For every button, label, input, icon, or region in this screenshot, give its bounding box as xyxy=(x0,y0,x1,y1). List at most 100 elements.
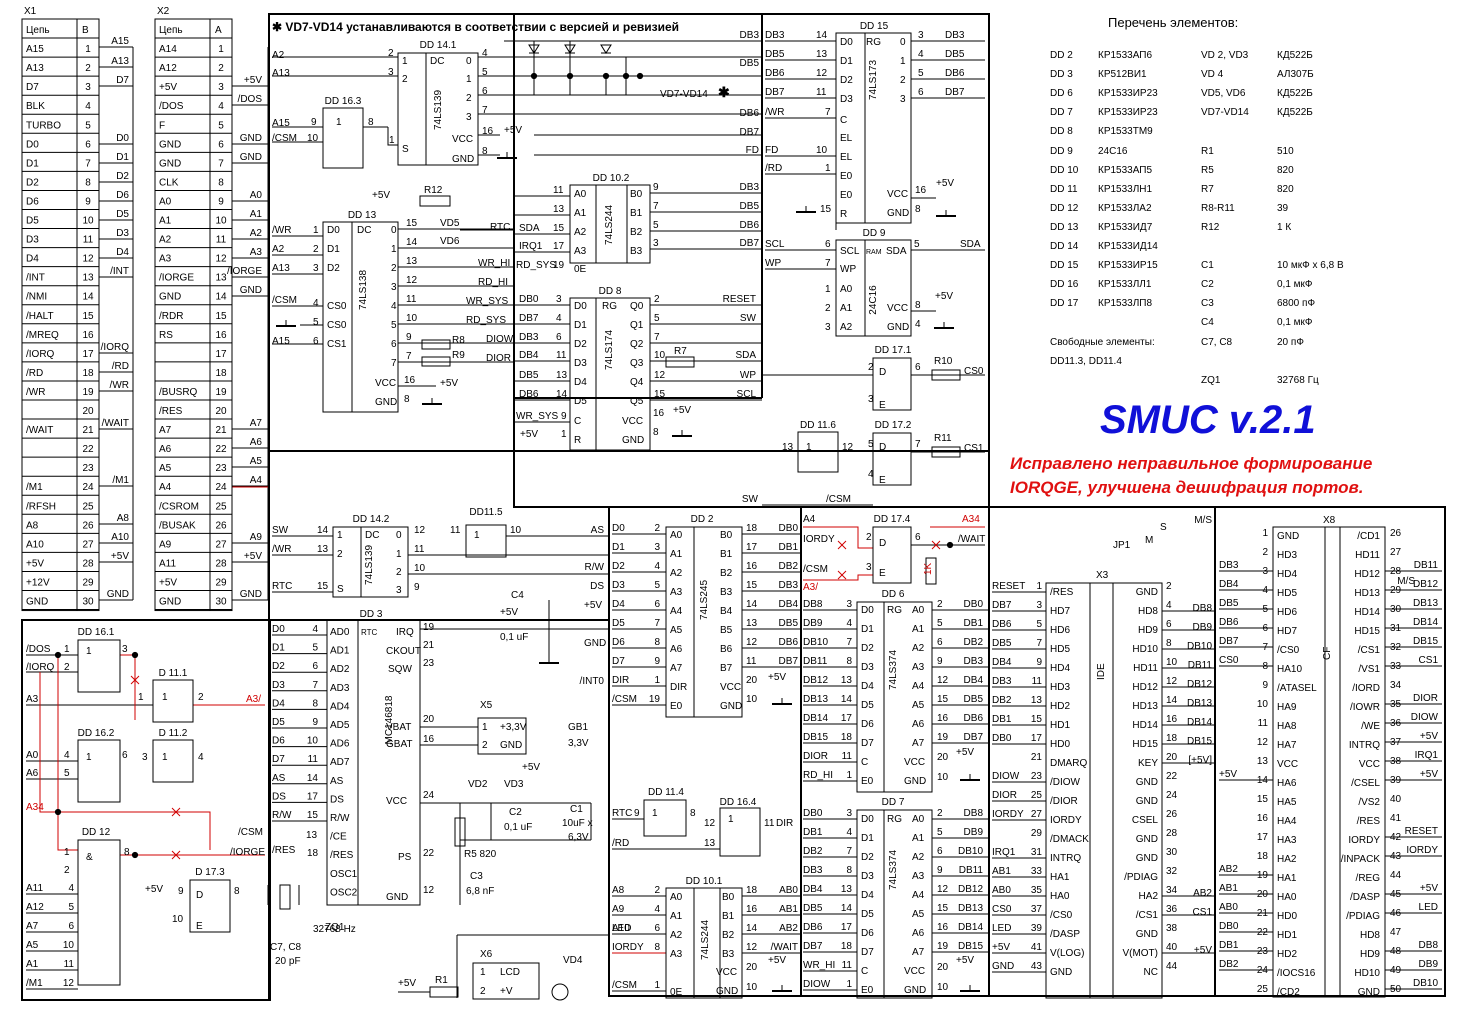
label: DC xyxy=(357,225,371,236)
label: 6 xyxy=(68,921,74,932)
connector-pin-number: 28 xyxy=(215,558,227,569)
label: R xyxy=(574,435,581,446)
pin: S xyxy=(402,144,409,155)
label: HD7 xyxy=(1050,606,1070,617)
chip-ref: D 11.1 xyxy=(159,668,188,679)
junction-dot xyxy=(530,72,538,80)
connector-pin-net: D1 xyxy=(26,158,39,169)
label: DB13 xyxy=(958,903,983,914)
label: B1 xyxy=(722,911,735,922)
label: DB12 xyxy=(958,884,983,895)
label: /CS1 xyxy=(1136,910,1159,921)
pin: GND xyxy=(452,154,474,165)
label: 3,3V xyxy=(568,738,589,749)
bom-cell: КР1533ИР23 xyxy=(1098,88,1158,100)
bom-cell: КР1533АП5 xyxy=(1098,164,1153,176)
label: DB7 xyxy=(803,941,823,952)
label: +5V xyxy=(500,607,518,618)
label: 27 xyxy=(1031,809,1043,820)
wire xyxy=(837,540,847,550)
label: 3 xyxy=(900,94,906,105)
connector-x3 xyxy=(1045,582,1163,999)
label: GB1 xyxy=(568,722,588,733)
label: DB9 xyxy=(803,618,823,629)
label: DB11 xyxy=(1188,660,1213,671)
label: D xyxy=(879,442,886,453)
label: 19 xyxy=(937,732,949,743)
connector-pin-net: GND xyxy=(159,597,181,608)
label: +5V xyxy=(398,978,416,989)
label: DS xyxy=(590,581,604,592)
label: /CSM xyxy=(272,295,297,306)
label: A2 xyxy=(840,322,853,333)
connector-pin-net: /M1 xyxy=(26,482,43,493)
label: 11 xyxy=(556,350,567,361)
label: GND xyxy=(1136,796,1158,807)
label: 25 xyxy=(1031,790,1043,801)
label: AD2 xyxy=(330,664,350,675)
label: RG xyxy=(887,605,902,616)
connector-pin-number: 4 xyxy=(85,101,91,112)
label: 2 xyxy=(480,986,486,997)
connector-pin-net: A1 xyxy=(159,216,172,227)
label: /INT0 xyxy=(580,676,605,687)
label: B6 xyxy=(720,644,733,655)
label: CS1 xyxy=(1419,655,1439,666)
label: /CS0 xyxy=(1050,910,1073,921)
label: GBAT xyxy=(386,739,412,750)
label: 14 xyxy=(746,599,758,610)
label: GND xyxy=(622,435,644,446)
label: 13 xyxy=(816,49,828,60)
label: & xyxy=(86,852,93,863)
label: A2 xyxy=(670,568,683,579)
net-label: GND xyxy=(240,152,262,163)
label: DB1 xyxy=(1219,940,1239,951)
label: /IORQ xyxy=(26,662,55,673)
label: VCC xyxy=(887,189,908,200)
label: +5V xyxy=(1219,769,1237,780)
chip-part: 74LS244 xyxy=(604,205,615,245)
connector-pin-number: 7 xyxy=(85,158,91,169)
bom-cell: DD 13 xyxy=(1050,221,1079,233)
bom-cell: КД522Б xyxy=(1277,50,1313,61)
chip-ref: DD 16.3 xyxy=(325,96,362,107)
label: HA0 xyxy=(1050,891,1070,902)
label: AB0 xyxy=(992,885,1011,896)
connector-pin-number: 12 xyxy=(82,254,94,265)
label: 18 xyxy=(841,941,853,952)
label: 0,1 uF xyxy=(500,632,528,643)
label: 8 xyxy=(482,146,488,157)
label: 37 xyxy=(1031,904,1043,915)
label: A3 xyxy=(26,694,39,705)
label: HD15 xyxy=(1132,739,1158,750)
net-label: A8 xyxy=(117,513,130,524)
label: DB4 xyxy=(1219,579,1239,590)
label: HD6 xyxy=(1050,625,1070,636)
label: D5 xyxy=(861,700,874,711)
outline xyxy=(421,356,451,367)
chip-dd16-1 xyxy=(77,639,121,693)
label: RTC xyxy=(272,581,292,592)
label: 5 xyxy=(1036,619,1042,630)
junction-dot xyxy=(131,851,139,859)
label: Q4 xyxy=(630,377,644,388)
label: A1 xyxy=(574,208,587,219)
label: DB5 xyxy=(1219,598,1239,609)
bom-cell: C4 xyxy=(1201,317,1214,329)
chip-dd17-2 xyxy=(872,432,912,486)
label: 11 xyxy=(764,818,775,829)
label: DB1 xyxy=(803,827,823,838)
label: 18 xyxy=(746,523,758,534)
label: 4 xyxy=(868,469,874,480)
net-label: GND xyxy=(240,285,262,296)
label: DB9 xyxy=(1419,959,1439,970)
label: 27 xyxy=(1390,547,1402,558)
label: 20 xyxy=(937,752,949,763)
label: 3 xyxy=(918,30,924,41)
outline xyxy=(279,884,291,910)
label: D3 xyxy=(574,358,587,369)
label: DB8 xyxy=(1419,940,1439,951)
label: D3 xyxy=(840,94,853,105)
label: 8 xyxy=(915,300,921,311)
connector-pin-number: 1 xyxy=(218,44,224,55)
